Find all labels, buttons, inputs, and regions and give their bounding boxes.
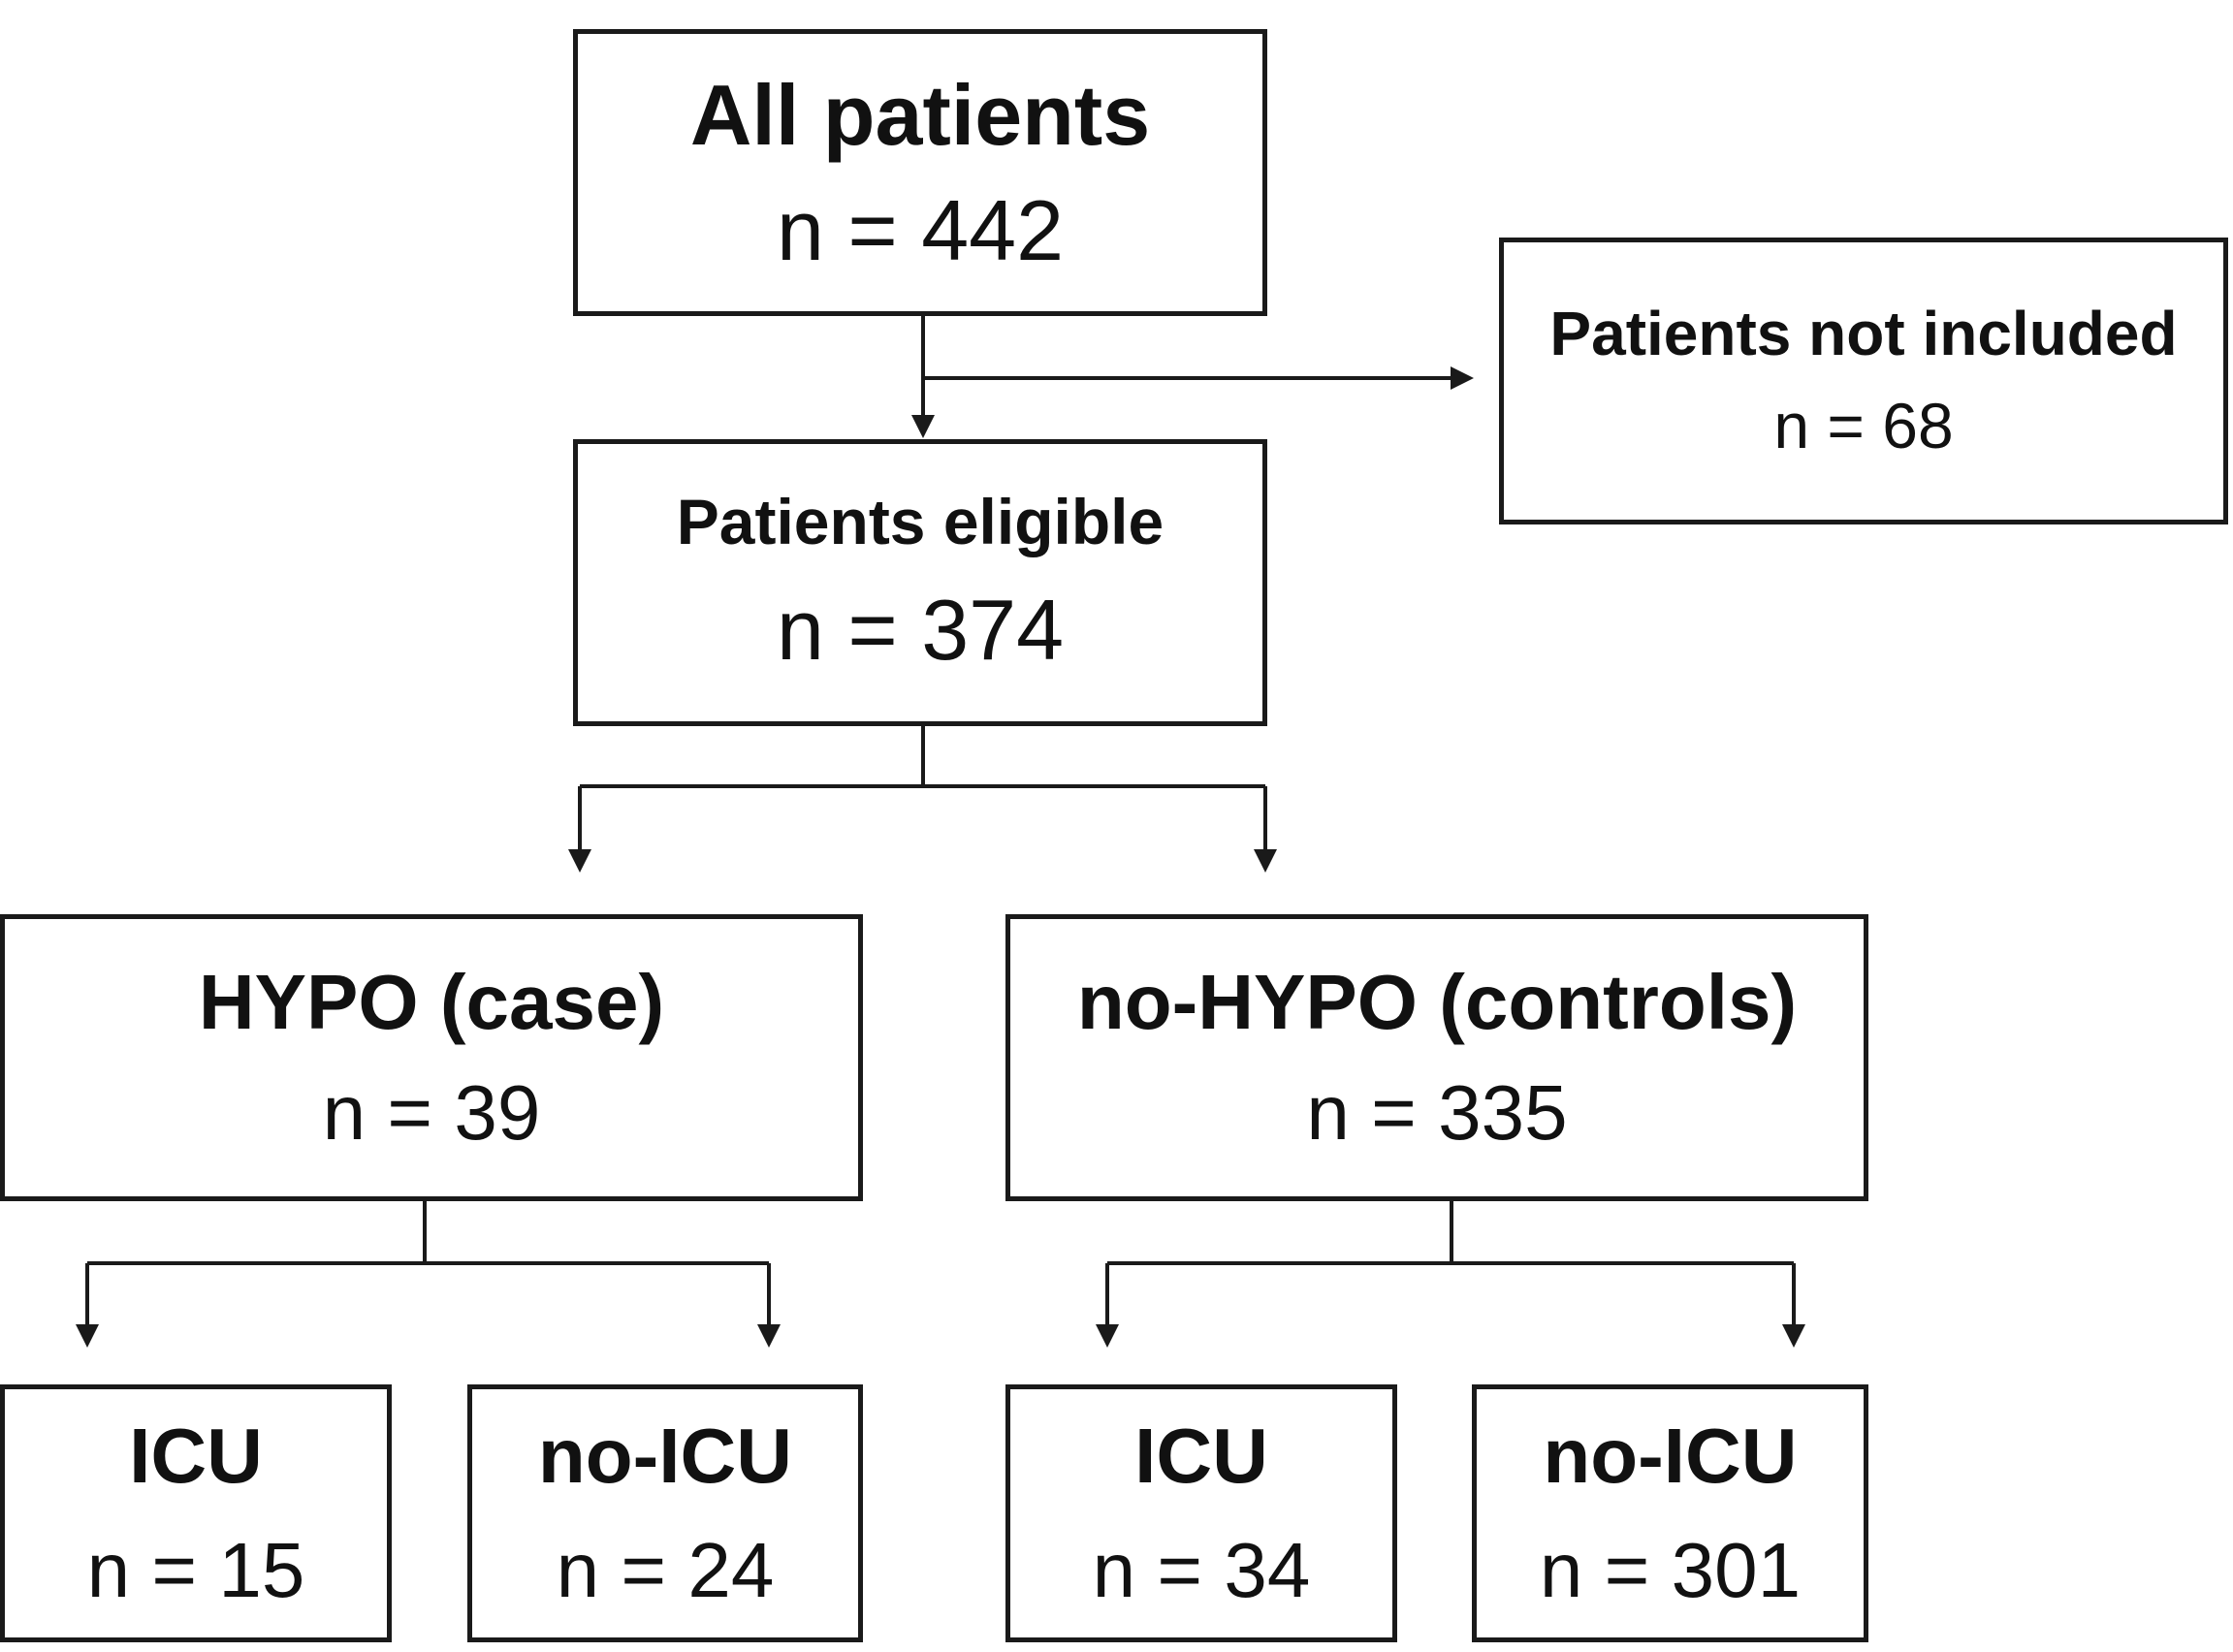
no-hypo-controls-title: no-HYPO (controls) (1076, 959, 1798, 1045)
eligible-box: Patients eligible n = 374 (573, 439, 1267, 726)
hypo-no-icu-title: no-ICU (537, 1413, 793, 1499)
no-hypo-controls-count: n = 335 (1306, 1069, 1568, 1156)
no-hypo-icu-title: ICU (1134, 1413, 1268, 1499)
not-included-box: Patients not included n = 68 (1499, 238, 2228, 524)
hypo-case-count: n = 39 (322, 1069, 541, 1156)
hypo-no-icu-count: n = 24 (556, 1527, 775, 1613)
hypo-no-icu-box: no-ICU n = 24 (467, 1384, 863, 1642)
all-patients-count: n = 442 (776, 182, 1065, 278)
hypo-case-title: HYPO (case) (198, 959, 665, 1045)
no-hypo-no-icu-box: no-ICU n = 301 (1472, 1384, 1868, 1642)
no-hypo-no-icu-count: n = 301 (1539, 1527, 1802, 1613)
no-hypo-icu-box: ICU n = 34 (1005, 1384, 1397, 1642)
hypo-icu-count: n = 15 (86, 1527, 305, 1613)
no-hypo-controls-box: no-HYPO (controls) n = 335 (1005, 914, 1868, 1201)
all-patients-box: All patients n = 442 (573, 29, 1267, 316)
not-included-title: Patients not included (1549, 299, 2178, 369)
no-hypo-icu-count: n = 34 (1092, 1527, 1311, 1613)
eligible-count: n = 374 (776, 582, 1065, 679)
all-patients-title: All patients (689, 66, 1151, 163)
hypo-icu-title: ICU (129, 1413, 263, 1499)
no-hypo-no-icu-title: no-ICU (1543, 1413, 1798, 1499)
not-included-count: n = 68 (1773, 389, 1954, 461)
eligible-title: Patients eligible (676, 486, 1164, 558)
hypo-case-box: HYPO (case) n = 39 (0, 914, 863, 1201)
hypo-icu-box: ICU n = 15 (0, 1384, 392, 1642)
